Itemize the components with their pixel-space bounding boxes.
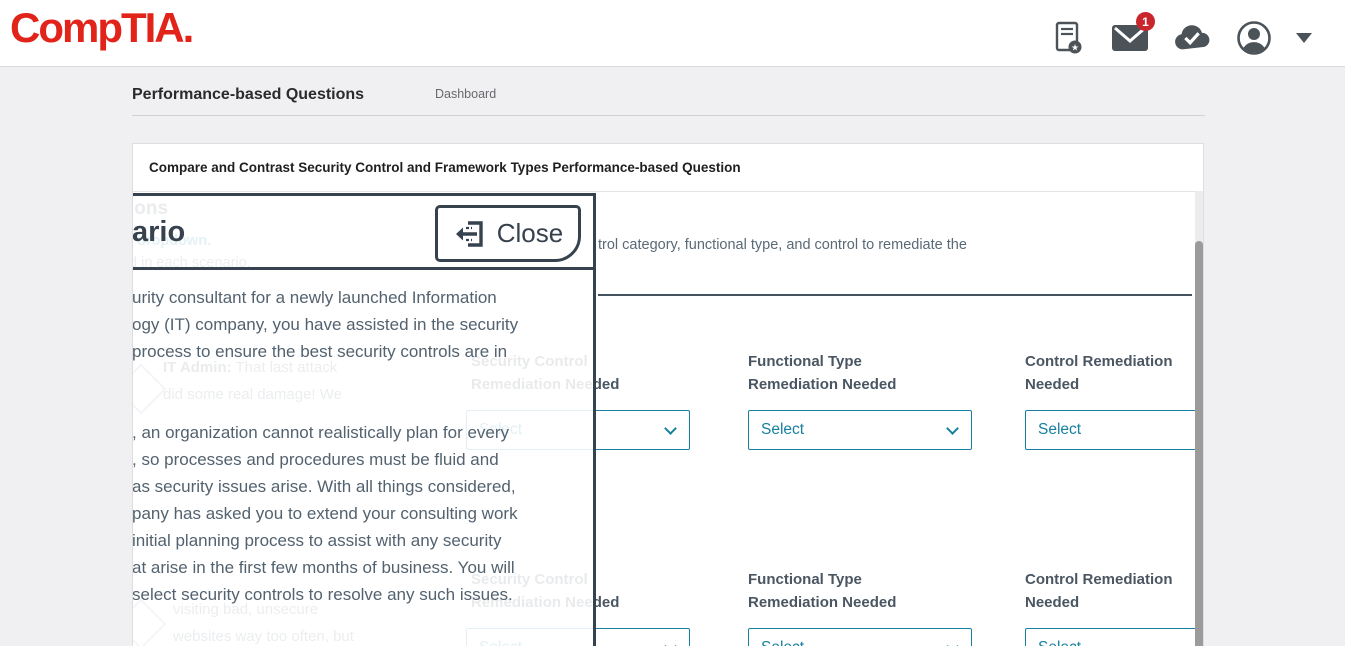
scenario-line: initial planning process to assist with … [133,531,502,550]
exit-icon [455,220,483,247]
messages-button[interactable]: 1 [1111,12,1155,56]
question-card: Compare and Contrast Security Control an… [132,143,1204,646]
page-title: Performance-based Questions [132,86,365,103]
page-divider [132,115,1205,116]
scenario-line: ogy (IT) company, you have assisted in t… [133,315,519,334]
scenario-line: process to ensure the best security cont… [133,342,508,361]
cloud-sync-button[interactable] [1173,20,1211,56]
section-divider [598,294,1192,296]
cloud-check-icon [1175,25,1210,50]
instruction-text: trol category, functional type, and cont… [598,237,967,253]
scenario-line: as security issues arise. With all thing… [133,477,516,496]
scenario-modal: ario Close urity consultant for a newly … [133,193,596,646]
unread-count-badge: 1 [1136,12,1155,31]
account-menu-button[interactable] [1235,20,1273,56]
chevron-down-icon [946,640,959,646]
close-button-label: Close [496,218,564,248]
modal-title-rule [133,267,593,270]
vertical-scrollbar-thumb[interactable] [1195,241,1203,646]
transcript-icon: ★ [1055,21,1081,54]
scenario-line: select security controls to resolve any … [133,585,513,604]
comptia-logo: CompTIA. [10,4,194,51]
label-functional-type-2: Functional Type Remediation Needed [748,571,897,611]
scenario-line: , an organization cannot realistically p… [133,423,510,442]
question-card-title: Compare and Contrast Security Control an… [149,160,741,175]
chevron-down-icon [664,640,677,646]
svg-text:★: ★ [1070,43,1078,53]
control-remediation-select-1[interactable]: Select [1025,410,1196,450]
account-dropdown-caret[interactable] [1296,20,1317,56]
vertical-scrollbar-track[interactable] [1195,191,1203,646]
scenario-line: at arise in the first few months of busi… [133,558,515,577]
transcript-button[interactable]: ★ [1049,20,1087,56]
scenario-modal-title: ario [133,216,186,248]
paragraph-gap [133,365,518,419]
header-icon-group: ★ 1 [1049,12,1317,58]
label-control-remediation-2: Control Remediation Needed [1025,571,1173,611]
scenario-line: , so processes and procedures must be fl… [133,450,499,469]
question-card-body: ions dropdown. d in each scenario. IT Ad… [133,193,1196,646]
chevron-down-icon [1296,33,1312,43]
functional-type-select-2[interactable]: Select [748,628,972,646]
functional-type-select-1[interactable]: Select [748,410,972,450]
top-header: CompTIA. ★ 1 [0,0,1345,67]
scenario-text: urity consultant for a newly launched In… [133,284,518,608]
control-remediation-select-2[interactable]: Select [1025,628,1196,646]
chevron-down-icon [946,422,959,435]
avatar-icon [1237,21,1271,55]
question-card-header: Compare and Contrast Security Control an… [133,144,1203,192]
scenario-line: pany has asked you to extend your consul… [133,504,518,523]
chevron-down-icon [664,422,677,435]
mail-icon [1112,25,1148,51]
label-functional-type-1: Functional Type Remediation Needed [748,353,897,393]
scenario-line: urity consultant for a newly launched In… [133,288,497,307]
breadcrumb-dashboard[interactable]: Dashboard [435,87,497,101]
close-button[interactable]: Close [435,205,581,262]
label-control-remediation-1: Control Remediation Needed [1025,353,1173,393]
